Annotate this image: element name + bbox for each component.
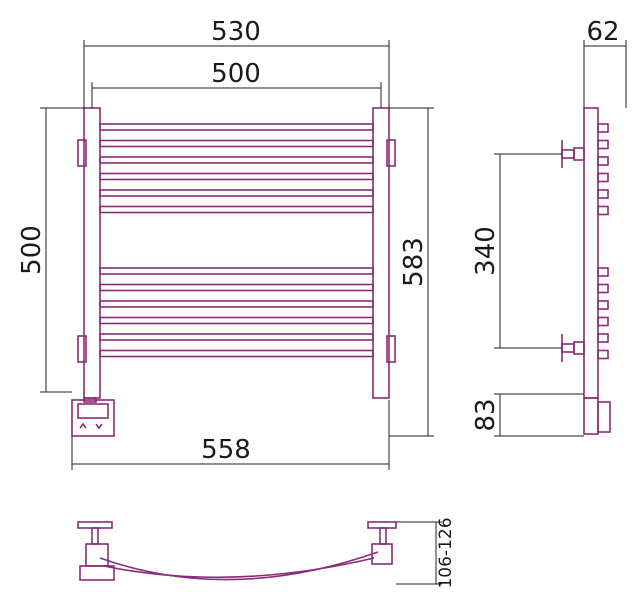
rail-1 — [99, 123, 374, 131]
dim-label-500-width: 500 — [211, 59, 261, 89]
rail-4 — [99, 172, 374, 181]
rail-12 — [99, 349, 374, 358]
dim-label-583: 583 — [399, 237, 429, 287]
side-stub-1 — [597, 123, 609, 133]
rails-group — [99, 123, 374, 358]
side-stubs-group — [597, 123, 609, 360]
side-stub-2 — [597, 139, 609, 150]
side-stub-7 — [597, 267, 609, 277]
rail-6 — [99, 205, 374, 214]
top-curve-outer — [99, 551, 379, 581]
side-stub-12 — [597, 349, 609, 360]
dim-label-83: 83 — [471, 398, 501, 431]
side-stub-3 — [597, 156, 609, 166]
top-left-bracket — [77, 521, 115, 581]
side-stub-9 — [597, 300, 609, 310]
side-heater — [583, 397, 611, 435]
mount-top-left — [77, 139, 87, 167]
mount-top-right — [386, 139, 396, 167]
side-post — [583, 107, 599, 399]
side-stub-8 — [597, 283, 609, 294]
dim-label-340: 340 — [471, 226, 501, 276]
front-view — [71, 107, 396, 437]
rail-9 — [99, 300, 374, 308]
dim-label-530: 530 — [211, 17, 261, 47]
front-view-dimensions — [40, 40, 434, 470]
side-stub-5 — [597, 189, 609, 199]
side-view-dimensions — [494, 40, 627, 437]
top-view — [77, 521, 397, 581]
side-stub-10 — [597, 316, 609, 327]
rail-8 — [99, 283, 374, 292]
dim-label-500-height: 500 — [17, 225, 47, 275]
dim-label-62: 62 — [586, 17, 619, 47]
top-curve-inner — [103, 557, 375, 579]
rail-2 — [99, 139, 374, 148]
rail-10 — [99, 316, 374, 325]
heater-block — [71, 397, 115, 437]
mount-bottom-left — [77, 335, 87, 363]
side-mount-upper — [561, 140, 585, 168]
rail-7 — [99, 267, 374, 275]
side-stub-11 — [597, 333, 609, 343]
top-view-dimensions — [396, 521, 442, 585]
top-right-bracket — [367, 521, 397, 565]
mount-bottom-right — [386, 335, 396, 363]
side-stub-4 — [597, 172, 609, 183]
side-view — [561, 107, 611, 435]
rail-11 — [99, 333, 374, 341]
side-stub-6 — [597, 205, 609, 216]
rail-5 — [99, 189, 374, 197]
side-mount-lower — [561, 334, 585, 362]
dim-label-558: 558 — [201, 435, 251, 465]
rail-3 — [99, 156, 374, 164]
dim-label-106-126: 106-126 — [436, 517, 456, 588]
